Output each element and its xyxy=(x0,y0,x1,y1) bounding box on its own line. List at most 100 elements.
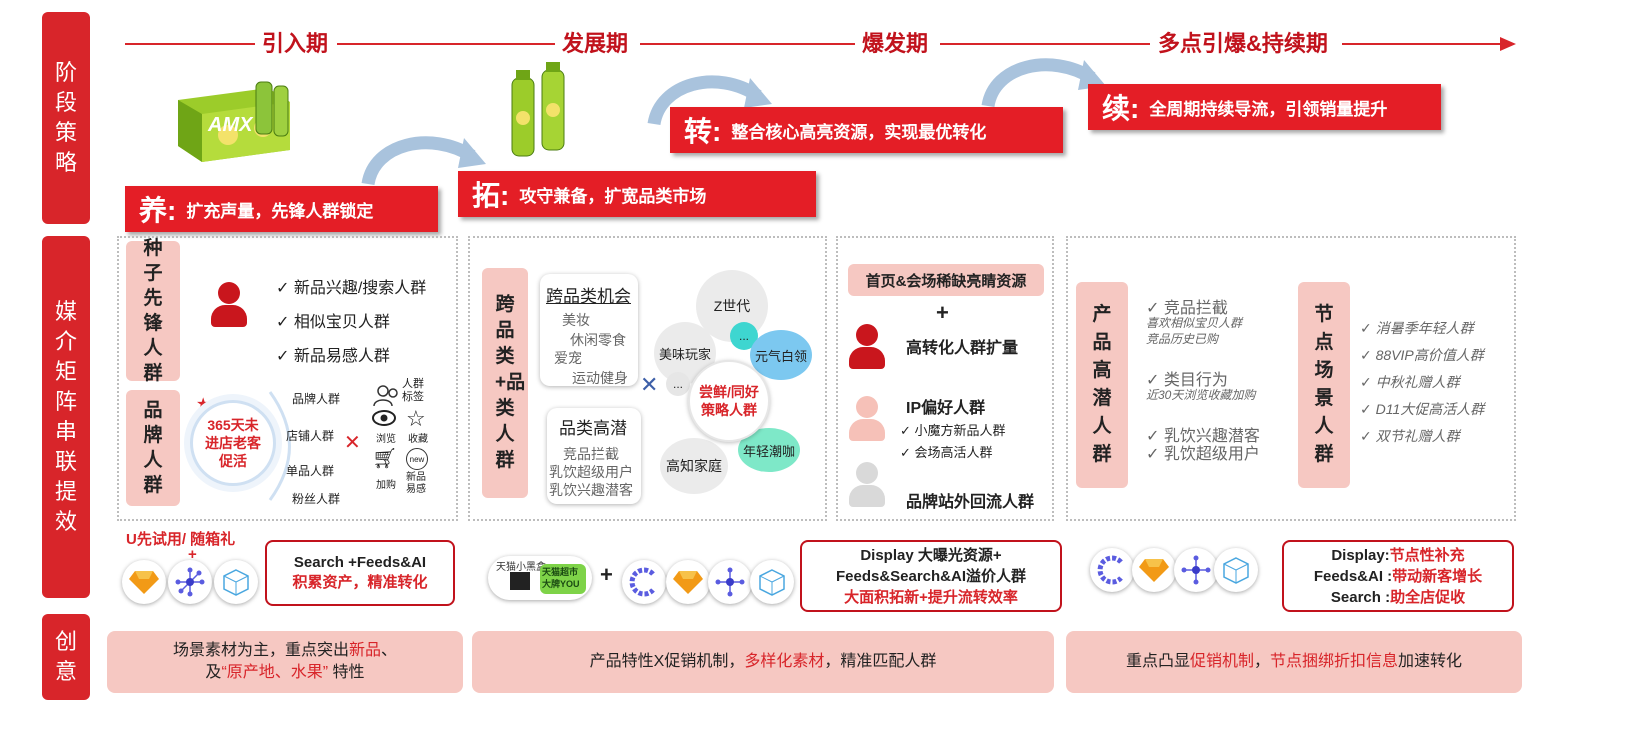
node-item: ✓ 消暑季年轻人群 xyxy=(1360,320,1474,336)
resource-header: 首页&会场稀缺亮睛资源 xyxy=(848,264,1044,296)
creative-line: 及“原产地、水果” 特性 xyxy=(173,662,397,684)
strategy-text: 全周期持续导流，引领销量提升 xyxy=(1149,99,1388,119)
network-icon xyxy=(168,560,212,604)
promo-circle-text: 365天未进店老客促活 xyxy=(205,417,261,469)
node-item: ✓ D11大促高活人群 xyxy=(1360,401,1485,417)
row-label-creative-text: 创意 xyxy=(54,629,77,684)
cross-category-label: 跨品类+品类人群 xyxy=(482,268,528,498)
bubble-text: ... xyxy=(672,377,683,391)
channel-box-2-line2: Feeds&Search&AI溢价人群 xyxy=(835,567,1027,585)
timeline-segment xyxy=(640,43,855,45)
channel-key: Search : xyxy=(1330,588,1391,606)
group-icon xyxy=(373,385,398,407)
trial-label: U先试用/ 随箱礼 xyxy=(126,531,236,548)
creative-highlight: 节点捆绑折扣信息 xyxy=(1270,653,1399,670)
creative-segment: 及 xyxy=(205,664,222,681)
creative-segment: ，精准匹配人群 xyxy=(824,653,937,670)
cross-category-card: 跨品类机会 美妆 休闲零食 爱宠 运动健身 xyxy=(540,274,638,386)
product-box-image: AMX xyxy=(168,80,296,164)
timeline-segment xyxy=(125,43,255,45)
creative-box-1-text: 场景素材为主，重点突出新品、 及“原产地、水果” 特性 xyxy=(173,640,397,684)
cross-category-item: 美妆 xyxy=(562,312,590,328)
timeline-segment xyxy=(337,43,555,45)
tag-item: 加购 xyxy=(376,480,396,491)
strategy-text: 整合核心高亮资源，实现最优转化 xyxy=(731,122,987,142)
blue-c-icon xyxy=(1090,548,1134,592)
brand-segment: 单品人群 xyxy=(286,464,335,478)
product-box-brand: AMX xyxy=(208,114,253,136)
row-label-creative: 创意 xyxy=(42,614,90,700)
bubble-text: 高知家庭 xyxy=(666,458,722,474)
tag-panel: 人群标签 浏览 ☆ 收藏 🛒︎ 加购 new 新品易感 xyxy=(370,378,452,500)
brand-segment: 店铺人群 xyxy=(286,429,335,443)
strategy-key: 拓: xyxy=(472,180,510,211)
potential-group-sub: 竞品历史已购 xyxy=(1146,332,1219,346)
gem-icon xyxy=(666,560,710,604)
row-label-media-text: 媒介矩阵串联提效 xyxy=(54,299,77,534)
seed-crowd-label-text: 种子先锋人群 xyxy=(143,238,163,384)
strategy-banner-1: 养:扩充声量，先锋人群锁定 xyxy=(125,186,438,232)
tmall-super-logo-text: 天猫超市大牌YOU xyxy=(542,567,580,589)
creative-box-3-text: 重点凸显促销机制，节点捆绑折扣信息加速转化 xyxy=(1126,651,1462,673)
creative-segment: 加速转化 xyxy=(1398,653,1463,670)
potential-group-title: ✓ 竞品拦截 xyxy=(1146,300,1228,317)
media-box-2 xyxy=(468,236,827,521)
strategy-banner-3: 转:整合核心高亮资源，实现最优转化 xyxy=(670,107,1063,153)
media-box-3 xyxy=(836,236,1054,521)
creative-segment: 重点凸显 xyxy=(1125,653,1190,670)
bubble: 高知家庭 xyxy=(660,438,728,494)
creative-box-2-text: 产品特性X促销机制，多样化素材，精准匹配人群 xyxy=(590,651,937,673)
tag-title: 人群标签 xyxy=(402,378,424,403)
strategy-banner-2: 拓:攻守兼备，扩宽品类市场 xyxy=(458,171,816,217)
channel-box-1-line1: Search +Feeds&AI xyxy=(293,554,427,571)
tag-item: 新品易感 xyxy=(406,472,426,495)
network-icon xyxy=(708,560,752,604)
cube-icon xyxy=(750,560,794,604)
resource-item-2-sub: ✓ 小魔方新品人群 xyxy=(900,423,1006,438)
tmall-box-logo-text: 天猫小黑盒 xyxy=(496,562,546,573)
node-scene-label-text: 节点场景人群 xyxy=(1314,304,1334,465)
resource-header-text: 首页&会场稀缺亮睛资源 xyxy=(865,272,1027,290)
channel-box-1: Search +Feeds&AI 积累资产，精准转化 xyxy=(265,540,455,606)
cube-icon xyxy=(1214,548,1258,592)
category-potential-item: 乳饮兴趣潜客 xyxy=(549,482,633,498)
promo-circle: 365天未进店老客促活 xyxy=(190,400,276,486)
strategy-key: 养: xyxy=(139,195,177,226)
brand-segment: 粉丝人群 xyxy=(292,492,341,506)
channel-box-4-row: Search :助全店促收 xyxy=(1331,587,1465,608)
bubble-text: Z世代 xyxy=(713,298,751,314)
timeline-segment xyxy=(1342,43,1502,45)
node-item: ✓ 88VIP高价值人群 xyxy=(1360,347,1484,363)
cross-category-title: 跨品类机会 xyxy=(546,287,631,306)
category-potential-card: 品类高潜 竞品拦截 乳饮超级用户 乳饮兴趣潜客 xyxy=(547,408,641,504)
node-scene-label: 节点场景人群 xyxy=(1298,282,1350,488)
brand-crowd-label-text: 品牌人群 xyxy=(143,400,163,496)
blue-c-icon xyxy=(622,560,666,604)
channel-value: 带动新客增长 xyxy=(1392,567,1483,585)
strategy-key: 续: xyxy=(1102,93,1140,124)
network-icon xyxy=(1174,548,1218,592)
creative-segment: ， xyxy=(1253,653,1270,670)
brand-segment: 品牌人群 xyxy=(292,392,341,406)
creative-highlight: “原产地、水果” xyxy=(221,664,329,681)
tmall-super-logo xyxy=(540,564,586,594)
category-potential-item: 竞品拦截 xyxy=(563,446,619,462)
resource-item-2-sub: ✓ 会场高活人群 xyxy=(900,445,993,460)
row-label-media: 媒介矩阵串联提效 xyxy=(42,236,90,598)
product-potential-label: 产品高潜人群 xyxy=(1076,282,1128,488)
creative-segment: 、 xyxy=(381,642,398,659)
cross-category-item: 爱宠 xyxy=(554,350,582,366)
seed-crowd-label: 种子先锋人群 xyxy=(126,238,180,384)
bubble: 元气白领 xyxy=(750,330,812,380)
channel-box-1-line2: 积累资产，精准转化 xyxy=(292,574,428,591)
cube-icon xyxy=(214,560,258,604)
category-potential-title: 品类高潜 xyxy=(559,419,627,438)
media-box-4 xyxy=(1066,236,1516,521)
cart-icon: 🛒︎ xyxy=(372,448,398,470)
timeline-arrow-icon xyxy=(1500,37,1516,51)
star-outline-icon: ☆ xyxy=(406,406,426,431)
potential-group-sub: 近30天浏览收藏加购 xyxy=(1146,388,1256,402)
product-potential-label-text: 产品高潜人群 xyxy=(1092,304,1112,465)
eye-icon xyxy=(372,410,396,426)
black-box-icon xyxy=(510,572,530,590)
